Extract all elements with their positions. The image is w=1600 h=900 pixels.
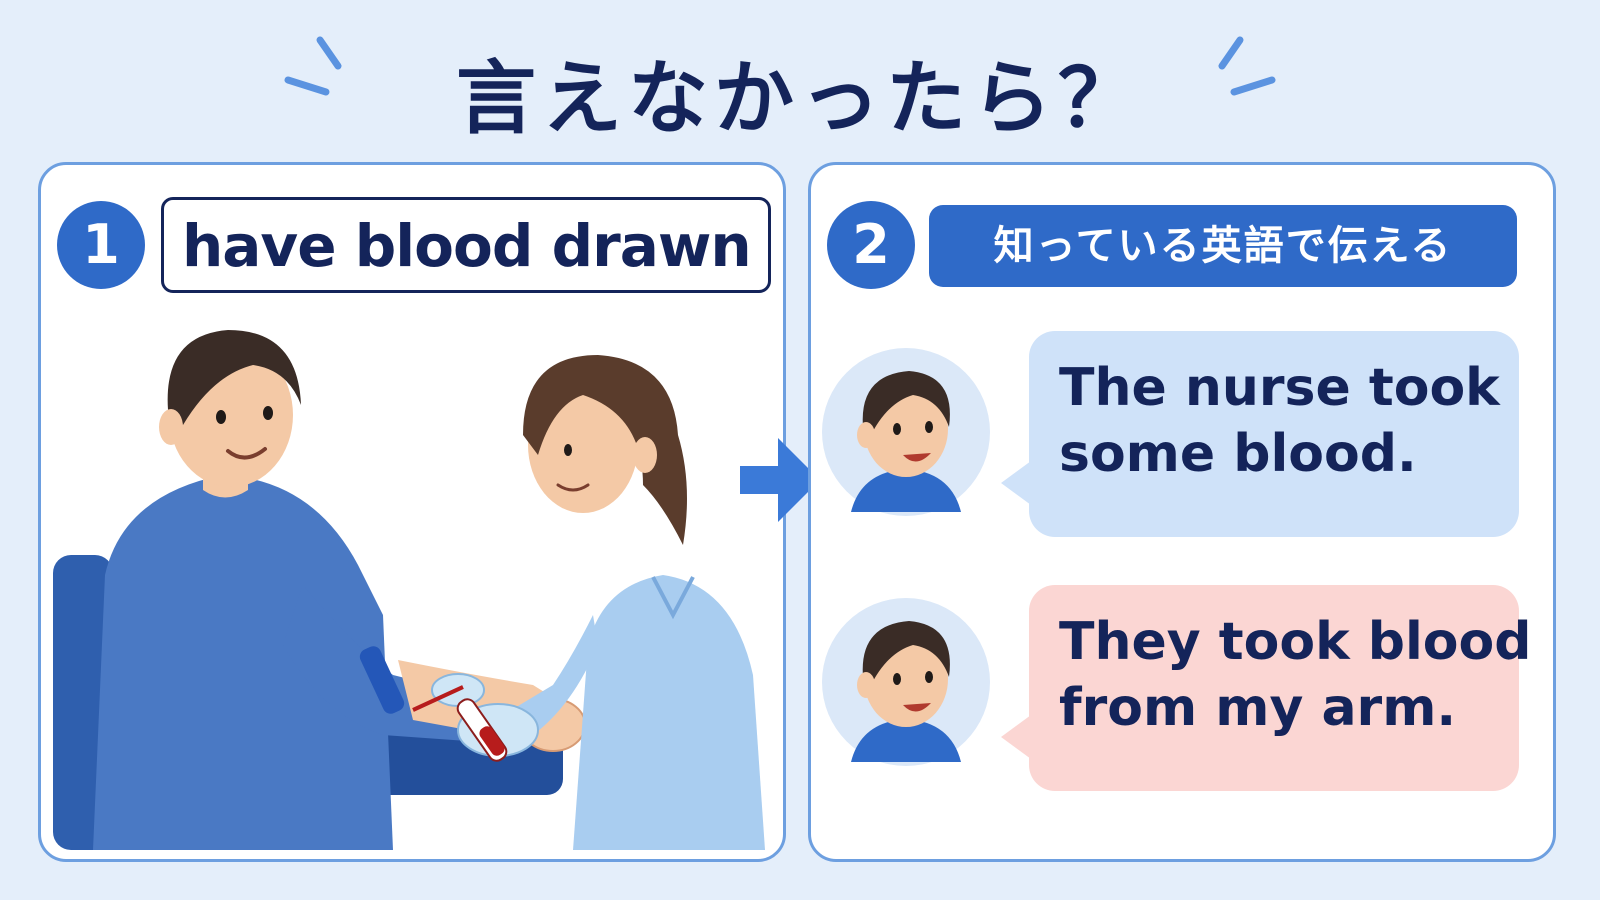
speaker-avatar (822, 598, 990, 766)
sparkle-left-icon (284, 36, 342, 96)
bubble-2-line-2: from my arm. (1059, 678, 1457, 738)
blood-draw-illustration (53, 330, 765, 850)
keyword-box: have blood drawn (161, 197, 771, 293)
speech-bubble-2: They took blood from my arm. (1001, 585, 1532, 791)
bubble-tail (1001, 715, 1031, 759)
panel-paraphrase: 2 知っている英語で伝える The nurse took some blood.… (808, 162, 1556, 862)
bubble-1-line-1: The nurse took (1059, 358, 1500, 418)
bubble-1-line-2: some blood. (1059, 424, 1417, 484)
speaker-avatar (822, 348, 990, 516)
step-number-2: 2 (827, 201, 915, 289)
step-number-1: 1 (57, 201, 145, 289)
bubble-tail (1001, 461, 1031, 505)
arrow-right-icon (740, 438, 820, 522)
speech-bubble-1: The nurse took some blood. (1001, 331, 1519, 537)
page-title: 言えなかったら？ (456, 52, 1144, 145)
sparkle-right-icon (1218, 36, 1276, 96)
panel-keyword: 1 have blood drawn (38, 162, 786, 862)
paraphrase-tag: 知っている英語で伝える (929, 205, 1517, 287)
bubble-2-line-1: They took blood (1059, 612, 1532, 672)
